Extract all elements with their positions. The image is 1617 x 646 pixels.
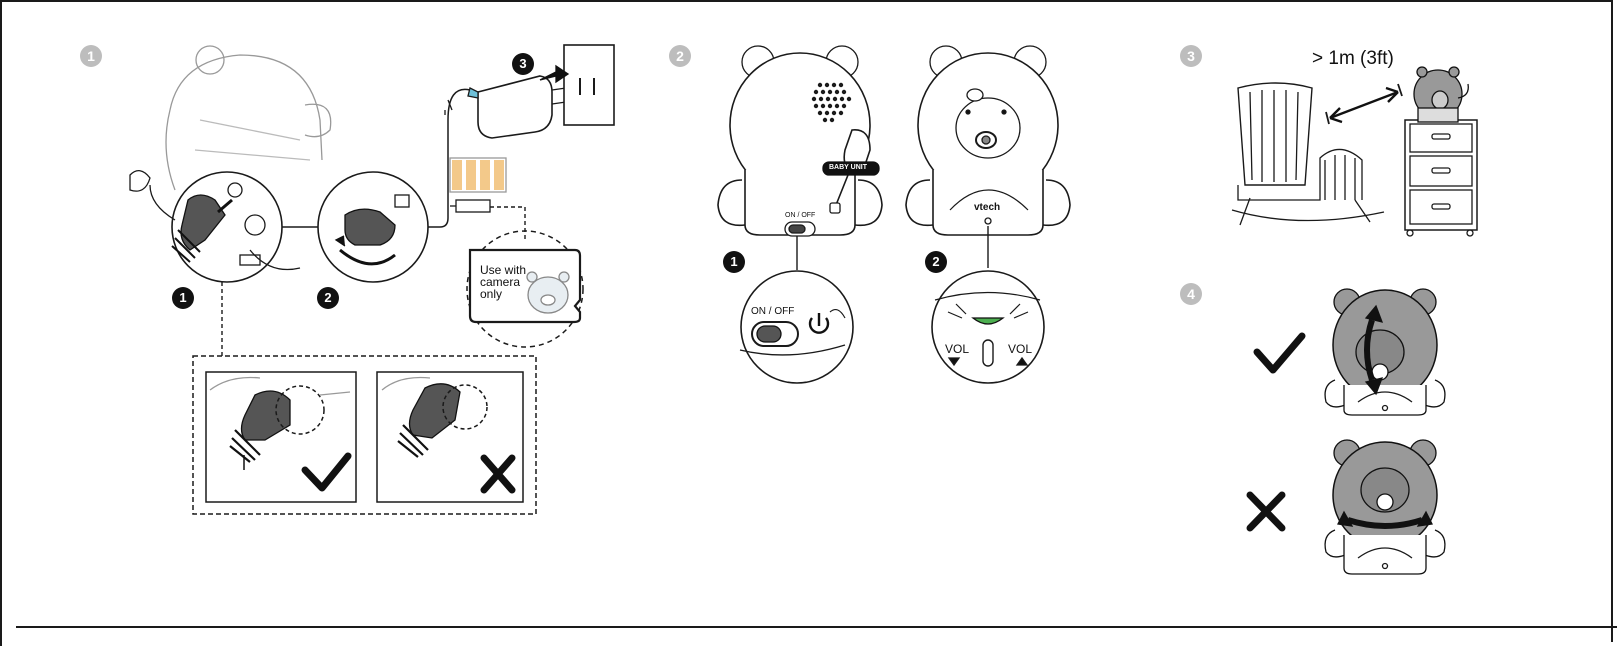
power-icon — [810, 313, 828, 333]
step-3-badge: 3 — [1180, 45, 1202, 67]
volume-down-icon — [949, 358, 959, 365]
step-4-badge: 4 — [1180, 283, 1202, 305]
wrong-rotate-x-icon — [1250, 495, 1282, 528]
camera-on-dresser-icon — [1414, 67, 1468, 122]
step-1-badge: 1 — [80, 45, 102, 67]
power-adapter — [468, 76, 566, 138]
connector-detail-2 — [336, 195, 409, 264]
switch-small-label: ON / OFF — [785, 212, 815, 219]
step-2-sub-2-badge: 2 — [925, 251, 947, 273]
bear-rotate-wrong — [1325, 440, 1445, 574]
switch-label: ON / OFF — [751, 306, 794, 317]
correct-tilt-check-icon — [1257, 336, 1302, 370]
use-with-line-3: only — [480, 288, 526, 300]
step-1-sub-2-badge: 2 — [317, 287, 339, 309]
step-2-badge: 2 — [669, 45, 691, 67]
wall-outlet — [564, 45, 614, 125]
warning-label-tag — [450, 158, 506, 212]
step-1-sub-3-badge: 3 — [512, 53, 534, 75]
step-2-sub-1-badge: 1 — [723, 251, 745, 273]
baby-unit-label: BABY UNIT — [829, 164, 867, 171]
volume-down-label: VOL — [945, 342, 969, 356]
bear-tilt-correct — [1325, 289, 1445, 415]
crib-illustration — [1232, 83, 1384, 225]
brand-label: vtech — [974, 202, 1000, 213]
connector-detail-1 — [172, 183, 265, 265]
step-1-sub-1-badge: 1 — [172, 287, 194, 309]
volume-up-icon — [1017, 358, 1027, 365]
distance-arrow — [1330, 92, 1398, 118]
correct-connection-box — [206, 372, 356, 502]
distance-label: > 1m (3ft) — [1312, 48, 1394, 70]
volume-up-label: VOL — [1008, 342, 1032, 356]
dresser-illustration — [1405, 120, 1477, 236]
camera-underside-illustration — [130, 46, 331, 270]
bear-mini-icon — [527, 272, 569, 313]
status-led — [973, 318, 1003, 324]
use-with-camera-note: Use with camera only — [480, 264, 526, 300]
